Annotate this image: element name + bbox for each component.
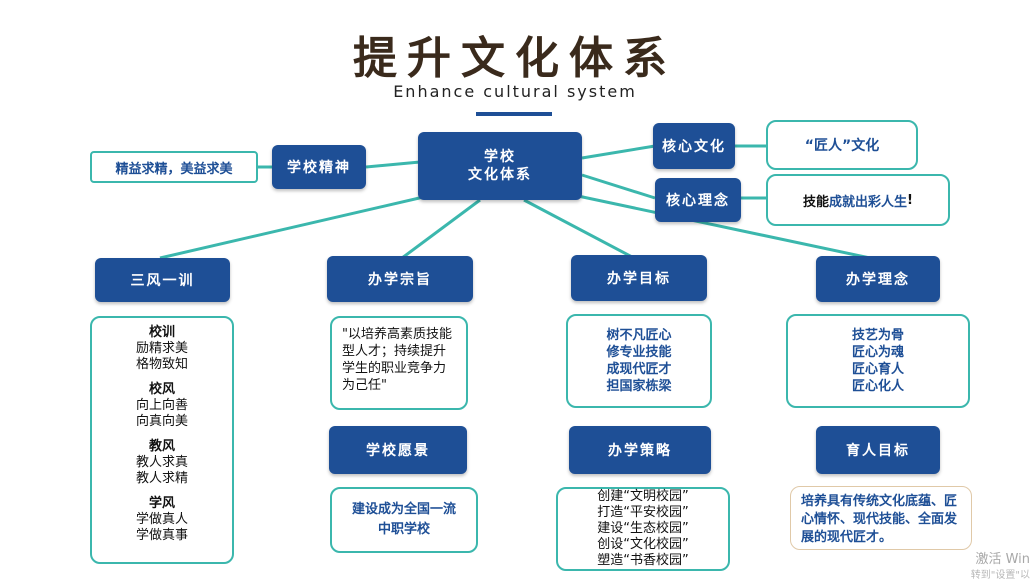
- col1-section-1-lines: 励精求美 格物致知: [135, 341, 188, 372]
- col4-text: 技艺为骨 匠心为魂 匠心育人 匠心化人: [786, 314, 970, 408]
- core-culture-value: “匠人”文化: [766, 120, 918, 170]
- school-spirit-label: 学校精神: [272, 145, 366, 189]
- col4-label2: 育人目标: [816, 426, 940, 474]
- page-title: 提升文化体系: [353, 33, 677, 84]
- core-idea-value-c: !: [907, 192, 913, 208]
- line-center-col3: [523, 198, 635, 260]
- page-subtitle: Enhance cultural system: [393, 82, 637, 101]
- line-center-coreidea: [581, 173, 656, 200]
- activation-watermark-sub: 转到"设置"以: [970, 570, 1030, 581]
- col1-section-1: 校训 励精求美 格物致知: [92, 325, 232, 373]
- core-idea-label: 核心理念: [655, 178, 741, 222]
- col2-label: 办学宗旨: [327, 256, 473, 302]
- col1-section-2: 校风 向上向善 向真向美: [92, 382, 232, 430]
- school-spirit-value: 精益求精，美益求美: [90, 151, 258, 183]
- col2-text2: 建设成为全国一流 中职学校: [330, 487, 478, 553]
- line-center-coreculture: [581, 144, 656, 160]
- col2-label2: 学校愿景: [329, 426, 467, 474]
- core-idea-value: 技能成就出彩人生!: [766, 174, 950, 226]
- core-idea-value-a: 技能: [803, 194, 830, 210]
- line-center-col1: [159, 194, 429, 260]
- col1-section-3-lines: 教人求真 教人求精: [135, 455, 188, 486]
- col1-section-3: 教风 教人求真 教人求精: [92, 439, 232, 487]
- col1-box: 校训 励精求美 格物致知 校风 向上向善 向真向美 教风 教人求真 教人求精 学…: [90, 316, 234, 564]
- line-center-col2: [401, 198, 481, 260]
- col3-text2: 创建“文明校园” 打造“平安校园” 建设“生态校园” 创设“文化校园” 塑造“书…: [556, 487, 730, 571]
- line-center-col4: [577, 194, 871, 260]
- center-node: 学校 文化体系: [418, 132, 582, 200]
- col3-text: 树不凡匠心 修专业技能 成现代匠才 担国家栋梁: [566, 314, 712, 408]
- col3-label: 办学目标: [571, 255, 707, 301]
- col4-text2: 培养具有传统文化底蕴、匠心情怀、现代技能、全面发展的现代匠才。: [790, 486, 972, 550]
- col1-section-1-head: 校训: [148, 325, 175, 340]
- col1-label: 三风一训: [95, 258, 230, 302]
- col3-label2: 办学策略: [569, 426, 711, 474]
- col1-section-3-head: 教风: [148, 439, 175, 454]
- line-center-spirit: [365, 160, 421, 169]
- col2-text: "以培养高素质技能型人才；持续提升学生的职业竞争力为己任": [330, 316, 468, 410]
- title-underline: [476, 112, 552, 116]
- col1-section-4: 学风 学做真人 学做真事: [92, 496, 232, 544]
- activation-watermark: 激活 Win: [975, 552, 1030, 567]
- core-idea-value-b: 成就出彩人生: [829, 194, 908, 210]
- col4-label: 办学理念: [816, 256, 940, 302]
- col1-section-4-head: 学风: [148, 496, 175, 511]
- core-culture-label: 核心文化: [653, 123, 735, 169]
- col1-section-4-lines: 学做真人 学做真事: [135, 512, 188, 543]
- col1-section-2-head: 校风: [148, 382, 175, 397]
- col1-section-2-lines: 向上向善 向真向美: [135, 398, 188, 429]
